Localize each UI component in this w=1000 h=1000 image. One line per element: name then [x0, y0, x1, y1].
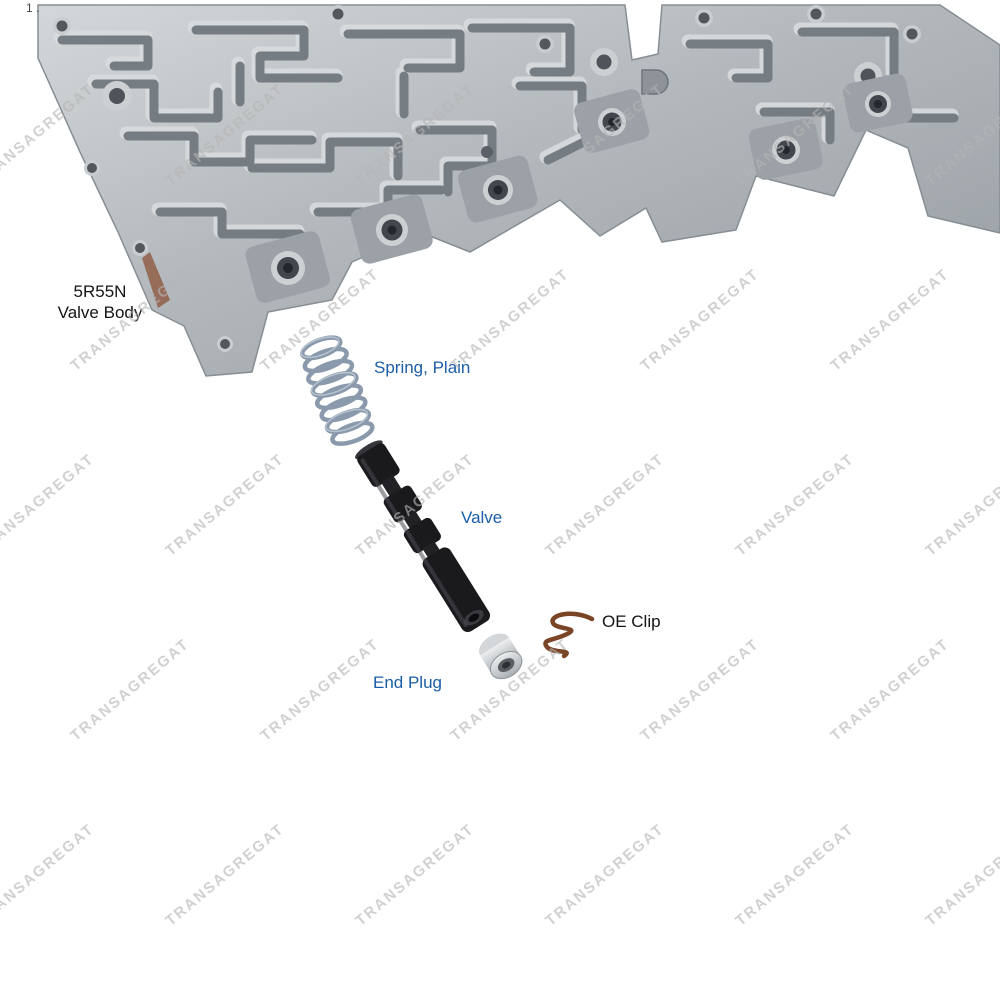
valve-label: Valve — [461, 508, 503, 527]
oe-clip-label: OE Clip — [602, 612, 661, 631]
spring-graphic — [300, 335, 375, 446]
end-plug-label: End Plug — [373, 673, 442, 692]
valve-body-label: 5R55N Valve Body — [36, 281, 164, 323]
bolt-holes — [53, 5, 921, 352]
valve-body-label-line2: Valve Body — [57, 303, 143, 322]
spring-label: Spring, Plain — [374, 358, 471, 377]
gasket-edge — [142, 252, 170, 308]
valve-graphic — [355, 440, 491, 633]
oe-clip-graphic — [543, 611, 595, 659]
valve-body-graphic — [37, 4, 1000, 377]
end-plug-graphic — [478, 633, 523, 680]
corner-mark: 1 . — [26, 1, 40, 15]
valve-body-label-line1: 5R55N — [73, 282, 127, 301]
valve-bores — [245, 73, 913, 303]
